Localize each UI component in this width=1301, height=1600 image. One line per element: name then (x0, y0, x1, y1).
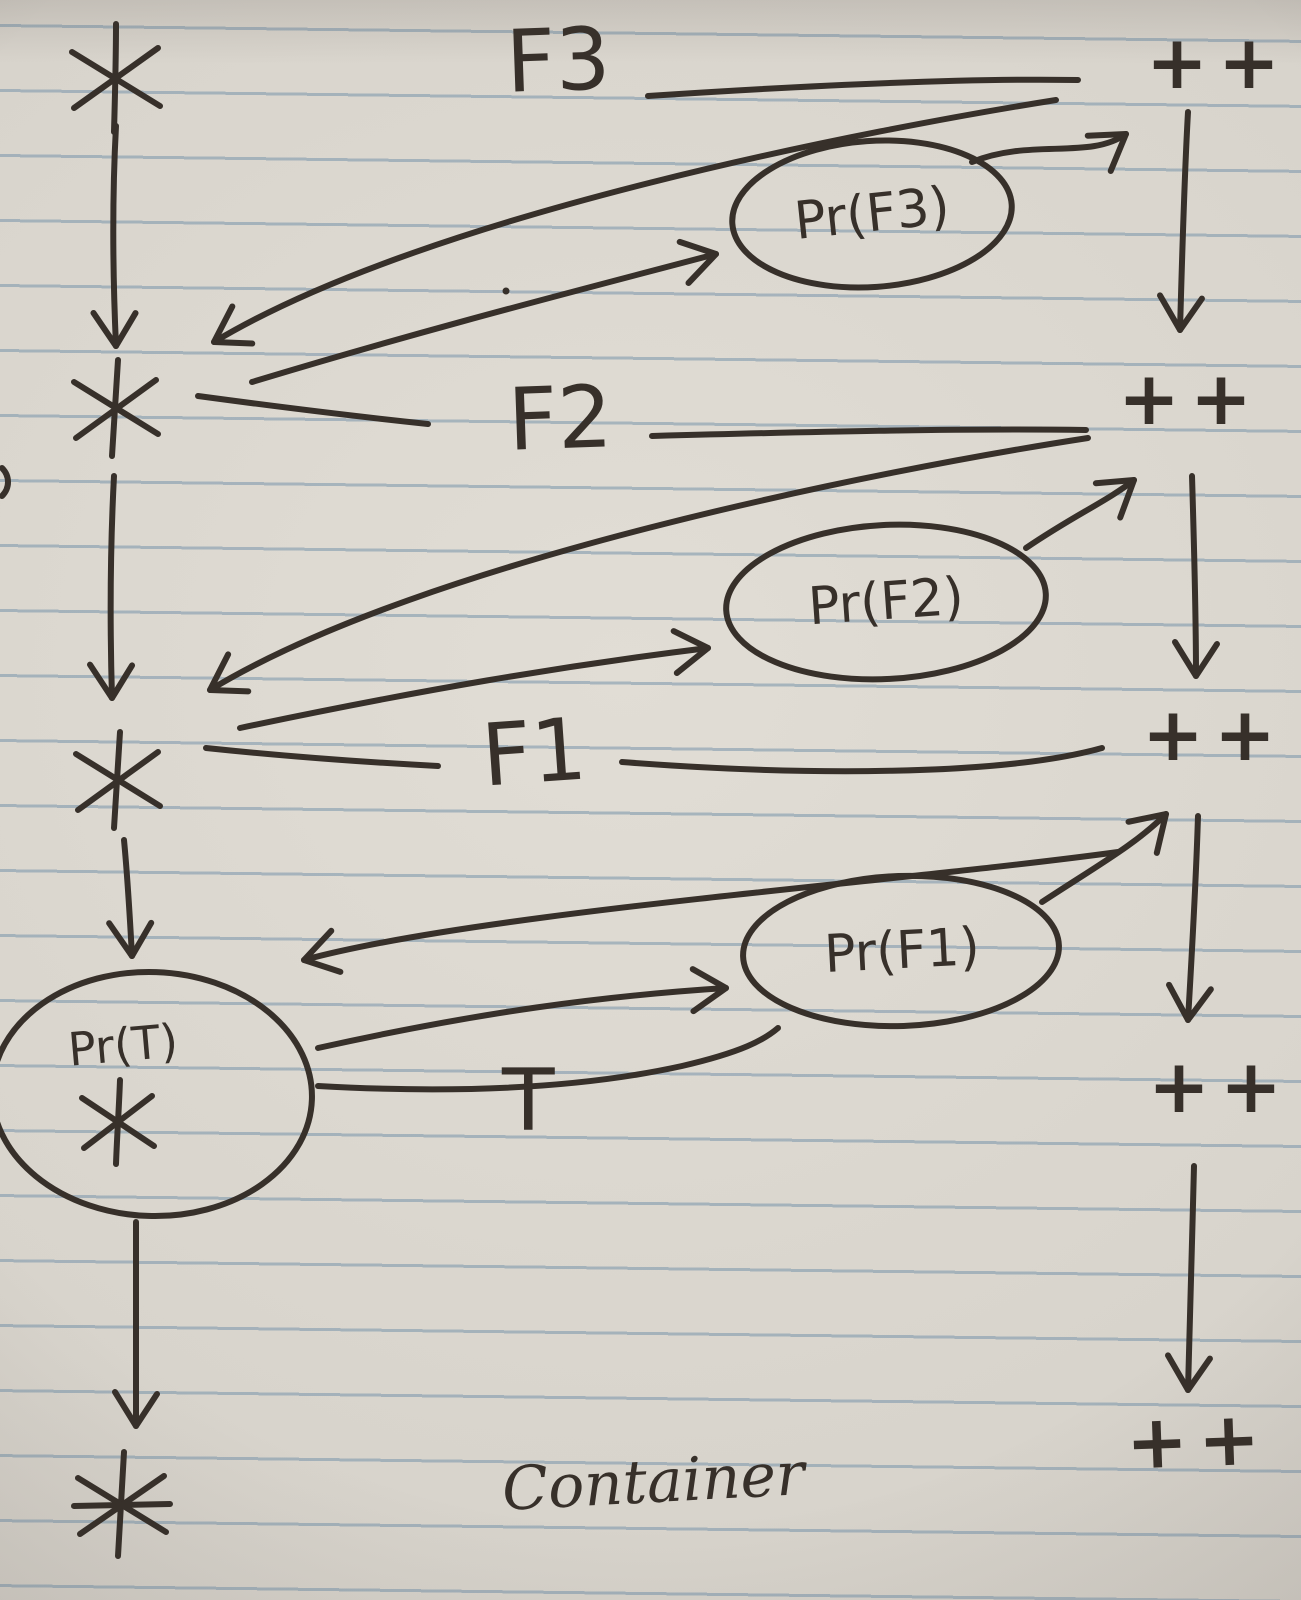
arrow-plus3-plus4 (1166, 813, 1214, 1023)
container-label: Container (500, 1439, 807, 1525)
arrow-star2-star3 (87, 473, 136, 701)
arrow-plus1-plus2 (1157, 109, 1205, 333)
edge-label-f1: F1 (478, 699, 590, 807)
edge-label-t: T (502, 1051, 555, 1151)
arrow-star3-prt (106, 837, 155, 959)
edge-line-t (315, 1025, 781, 1093)
arrow-prf3-plus1 (969, 131, 1129, 174)
arrow-star1-star2 (90, 123, 139, 349)
star-icon-5 (71, 1449, 173, 1559)
prob-node-ellipse-f3 (729, 137, 1015, 291)
sweep-f1-return (301, 849, 1121, 975)
star-icon-1 (69, 21, 163, 135)
star-icon-t (79, 1077, 157, 1167)
plus-symbol-1: ++ (1146, 20, 1291, 106)
plus-symbol-3: ++ (1142, 692, 1287, 778)
plus-symbol-4: ++ (1148, 1044, 1293, 1130)
star-icon-3 (73, 729, 163, 831)
plus-symbol-2: ++ (1118, 356, 1263, 442)
arrow-prf1-plus3 (1039, 811, 1169, 905)
edge-line-f2-left (195, 393, 431, 427)
edge-line-f2-right (649, 426, 1089, 439)
arrow-prt-prf1 (315, 966, 729, 1051)
prob-node-ellipse-f2 (723, 521, 1049, 683)
arrow-plus4-plus5 (1165, 1163, 1213, 1393)
edge-line-f1-left (203, 745, 441, 769)
edge-label-f3: F3 (504, 9, 612, 113)
sweep-f2-return (207, 435, 1091, 695)
arrow-plus2-plus3 (1171, 473, 1220, 679)
stray-edge-mark (0, 465, 11, 499)
sweep-f3-return (211, 97, 1059, 347)
arrow-star3-prf2 (237, 628, 711, 731)
plus-symbol-5: ++ (1124, 1395, 1272, 1487)
edge-label-f2: F2 (506, 367, 614, 471)
edge-line-f1-right (619, 745, 1105, 775)
arrow-star2-prf3 (249, 238, 719, 385)
star-icon-2 (71, 357, 161, 459)
pen-dot (502, 287, 510, 295)
arrow-prf2-plus2 (1023, 477, 1137, 551)
edge-line-f3 (645, 76, 1081, 99)
prob-node-ellipse-t (0, 968, 315, 1220)
